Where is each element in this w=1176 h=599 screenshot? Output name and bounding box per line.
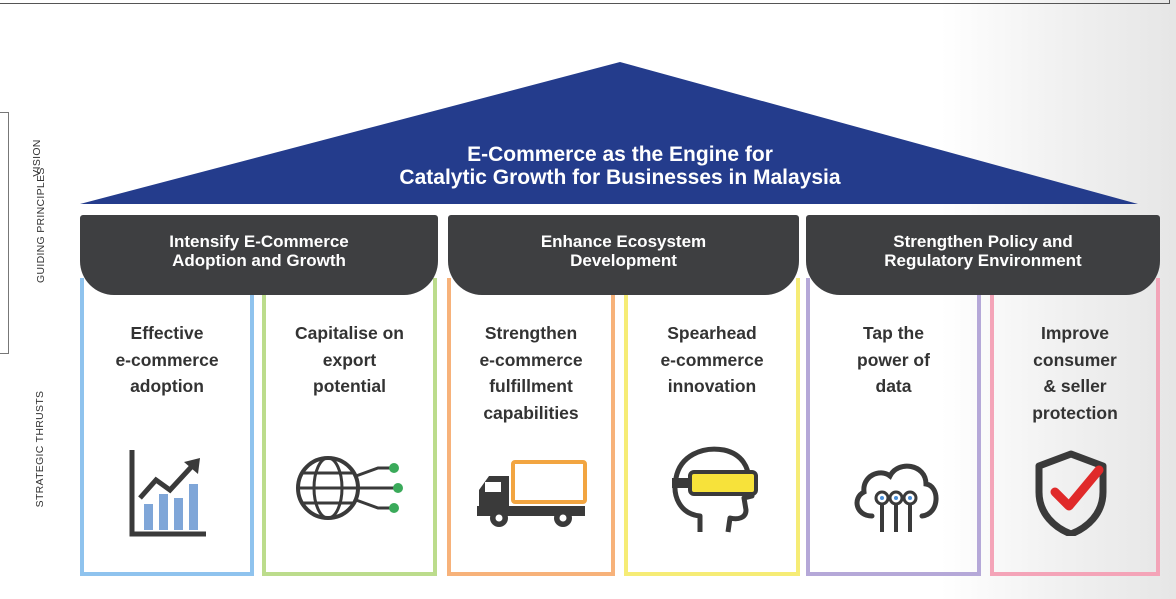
thrust-6-line-1: Improve (1040, 323, 1110, 343)
thrust-1-line-2: e-commerce (115, 349, 219, 370)
cloud-data-icon (854, 463, 938, 532)
vision-line-1: E-Commerce as the Engine for (467, 143, 773, 166)
delivery-truck-icon (477, 460, 587, 527)
top-frame (0, 0, 1170, 4)
thrust-2-line-3: potential (313, 376, 386, 396)
thrust-column-6: Improve consumer & seller protection (990, 278, 1160, 576)
principle-cap-3: Strengthen Policy and Regulatory Environ… (806, 215, 1160, 295)
guiding-principles-side-label: GUIDING PRINCIPLES (35, 167, 47, 283)
thrust-1-line-3: adoption (130, 376, 204, 396)
thrust-column-4: Spearhead e-commerce innovation (624, 278, 800, 576)
vision-roof (80, 62, 1138, 204)
thrust-3-line-3: fulfillment (489, 376, 573, 396)
thrust-2-line-1: Capitalise on (295, 323, 404, 343)
thrust-1-line-1: Effective (130, 323, 204, 343)
thrust-3-line-1: Strengthen (484, 323, 578, 343)
principle-cap-2: Enhance Ecosystem Development (448, 215, 799, 295)
principle-cap-1: Intensify E-Commerce Adoption and Growth (80, 215, 438, 295)
thrust-2-text: Capitalise on export potential (266, 320, 433, 400)
thrust-4-line-2: e-commerce (660, 349, 764, 370)
strategic-thrusts-side-label: STRATEGIC THRUSTS (34, 390, 46, 508)
principle-1-line-2: Adoption and Growth (172, 251, 346, 270)
principle-2-line-2: Development (570, 251, 677, 270)
thrust-4-line-3: innovation (667, 376, 757, 396)
thrust-3-line-4: capabilities (483, 402, 579, 423)
thrust-6-line-3: & seller (1043, 376, 1107, 396)
thrust-3-line-2: e-commerce (479, 349, 583, 370)
thrust-column-5: Tap the power of data (806, 278, 981, 576)
thrust-6-text: Improve consumer & seller protection (994, 320, 1156, 426)
growth-chart-icon (129, 450, 206, 537)
thrust-5-line-3: data (875, 376, 912, 396)
vision-statement: E-Commerce as the Engine for Catalytic G… (290, 143, 950, 189)
thrust-4-text: Spearhead e-commerce innovation (628, 320, 796, 400)
thrust-column-1: Effective e-commerce adoption (80, 278, 254, 576)
vr-headset-icon (672, 446, 758, 533)
thrust-column-2: Capitalise on export potential (262, 278, 437, 576)
principle-2-line-1: Enhance Ecosystem (540, 232, 707, 251)
thrust-3-text: Strengthen e-commerce fulfillment capabi… (451, 320, 611, 426)
thrust-6-line-4: protection (1032, 402, 1118, 423)
thrust-5-text: Tap the power of data (810, 320, 977, 400)
side-bracket (0, 112, 9, 354)
thrust-2-line-2: export (322, 349, 377, 370)
vision-line-2: Catalytic Growth for Businesses in Malay… (399, 166, 841, 189)
thrust-1-text: Effective e-commerce adoption (84, 320, 250, 400)
thrust-5-line-1: Tap the (863, 323, 924, 343)
globe-network-icon (295, 456, 403, 520)
thrust-6-line-2: consumer (1033, 349, 1117, 370)
thrust-column-3: Strengthen e-commerce fulfillment capabi… (447, 278, 615, 576)
roof-triangle (80, 62, 1138, 204)
shield-check-icon (1035, 450, 1107, 536)
principle-1-line-1: Intensify E-Commerce (169, 232, 349, 251)
principle-3-line-2: Regulatory Environment (884, 251, 1082, 270)
principle-3-line-1: Strengthen Policy and (893, 232, 1073, 251)
thrust-5-line-2: power of (857, 349, 930, 370)
thrust-4-line-1: Spearhead (667, 323, 757, 343)
